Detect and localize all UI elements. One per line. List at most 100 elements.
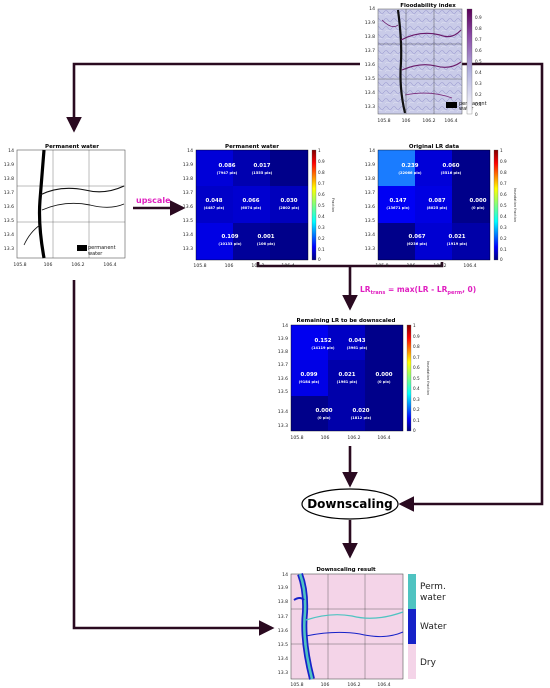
svg-text:0.2: 0.2 (500, 236, 507, 241)
svg-text:0.020: 0.020 (352, 408, 369, 414)
svg-text:0: 0 (318, 257, 321, 262)
original-lr-colorbar (493, 149, 499, 261)
svg-text:13.7: 13.7 (278, 362, 288, 368)
svg-text:0.087: 0.087 (428, 198, 445, 204)
svg-text:14: 14 (369, 148, 375, 154)
svg-text:106.4: 106.4 (103, 262, 116, 268)
svg-text:0: 0 (475, 112, 478, 117)
svg-text:13.9: 13.9 (278, 585, 288, 591)
result-legend-water-label: Water (420, 622, 447, 632)
permwater-river (37, 149, 46, 259)
svg-text:(1919 pix): (1919 pix) (447, 242, 468, 246)
svg-text:106.4: 106.4 (444, 118, 457, 124)
svg-text:0.000: 0.000 (315, 408, 332, 414)
svg-text:(22066 pix): (22066 pix) (398, 171, 422, 175)
floodability-lon-ticks: 105.8 106 106.2 106.4 (377, 118, 457, 124)
svg-text:0.4: 0.4 (413, 386, 420, 391)
result-legend-dry-label: Dry (420, 658, 437, 668)
svg-text:1: 1 (413, 323, 416, 328)
arrow-flood-to-downscaling (380, 62, 544, 512)
svg-text:105.8: 105.8 (290, 435, 303, 441)
svg-text:13.5: 13.5 (278, 389, 288, 395)
svg-text:0.5: 0.5 (500, 203, 507, 208)
svg-text:0.021: 0.021 (448, 234, 465, 240)
svg-text:water: water (88, 251, 103, 257)
svg-text:0.2: 0.2 (475, 92, 482, 97)
svg-text:14: 14 (8, 148, 14, 154)
svg-text:0.000: 0.000 (469, 198, 486, 204)
svg-text:0.4: 0.4 (500, 214, 507, 219)
svg-text:(4487 pix): (4487 pix) (204, 206, 225, 210)
svg-text:13.9: 13.9 (4, 162, 14, 168)
svg-text:13.5: 13.5 (365, 76, 375, 82)
svg-text:0.9: 0.9 (475, 15, 482, 20)
svg-text:0.086: 0.086 (218, 163, 235, 169)
svg-text:13.5: 13.5 (4, 218, 14, 224)
svg-text:13.5: 13.5 (365, 218, 375, 224)
svg-text:(0 pix): (0 pix) (377, 380, 391, 384)
svg-text:13.6: 13.6 (4, 204, 14, 210)
svg-text:14: 14 (282, 572, 288, 578)
svg-text:0.8: 0.8 (500, 170, 507, 175)
floodability-lat-ticks: 14 13.9 13.8 13.7 13.6 13.5 13.4 13.3 (365, 6, 375, 110)
svg-text:106.4: 106.4 (463, 263, 476, 269)
svg-text:0.067: 0.067 (408, 234, 425, 240)
floodability-legend-swatch (446, 102, 457, 108)
arrow-flood-to-permwater (66, 62, 360, 133)
upscale-label: upscale (136, 196, 171, 205)
downscaling-step: Downscaling (301, 488, 399, 520)
svg-text:0.099: 0.099 (300, 372, 317, 378)
svg-text:13.8: 13.8 (278, 599, 288, 605)
result-legend-perm-swatch (408, 574, 416, 609)
svg-text:0.3: 0.3 (500, 225, 507, 230)
svg-text:Inundation fraction: Inundation fraction (513, 188, 517, 222)
svg-text:0.7: 0.7 (475, 37, 482, 42)
svg-text:105.8: 105.8 (193, 263, 206, 269)
svg-text:13.8: 13.8 (278, 349, 288, 355)
svg-text:13.7: 13.7 (365, 48, 375, 54)
svg-text:0.060: 0.060 (442, 163, 459, 169)
svg-text:Fraction: Fraction (331, 198, 335, 212)
svg-text:(13671 pix): (13671 pix) (386, 206, 410, 210)
svg-text:0.3: 0.3 (318, 225, 325, 230)
original-lr-title: Original LR data (409, 144, 459, 150)
permwater-grid-colorbar (311, 149, 317, 261)
svg-text:106: 106 (225, 263, 234, 269)
result-legend-perm-label-2: water (420, 593, 446, 603)
svg-text:106: 106 (407, 263, 416, 269)
permwater-grid-cells (196, 150, 308, 260)
svg-text:0.6: 0.6 (318, 192, 325, 197)
svg-text:13.3: 13.3 (278, 423, 288, 429)
svg-text:106.4: 106.4 (281, 263, 294, 269)
svg-text:13.6: 13.6 (365, 62, 375, 68)
svg-text:0.030: 0.030 (280, 198, 297, 204)
svg-text:(106 pix): (106 pix) (257, 242, 276, 246)
floodability-cb-ticks: 0.9 0.8 0.7 0.6 0.5 0.4 0.3 0.2 0.1 0 (475, 15, 482, 117)
svg-text:13.7: 13.7 (183, 190, 193, 196)
svg-text:14: 14 (282, 323, 288, 329)
svg-text:0.239: 0.239 (401, 163, 418, 169)
original-lr-values: 0.239 (22066 pix) 0.060 (5516 pix) 0.147… (386, 163, 486, 246)
svg-text:106.4: 106.4 (377, 682, 390, 688)
svg-text:0.5: 0.5 (318, 203, 325, 208)
svg-text:0.000: 0.000 (375, 372, 392, 378)
permwater-map-panel: Permanent water permanent water 14 13.9 … (4, 144, 126, 268)
floodability-map (377, 8, 463, 115)
svg-text:0.048: 0.048 (205, 198, 222, 204)
svg-text:106: 106 (321, 682, 330, 688)
permwater-map (16, 149, 126, 259)
svg-text:13.4: 13.4 (183, 232, 193, 238)
remaining-lr-colorbar (406, 324, 412, 432)
svg-text:106.2: 106.2 (347, 435, 360, 441)
svg-text:0.7: 0.7 (500, 181, 507, 186)
permwater-legend-swatch (77, 245, 87, 251)
svg-text:0.3: 0.3 (475, 81, 482, 86)
svg-text:13.8: 13.8 (183, 176, 193, 182)
svg-text:14: 14 (369, 6, 375, 12)
svg-text:0.9: 0.9 (413, 334, 420, 339)
svg-text:13.3: 13.3 (365, 246, 375, 252)
svg-text:0.6: 0.6 (475, 48, 482, 53)
floodability-panel: Floodability index permanent water 0.9 0… (365, 3, 487, 124)
result-title: Downscaling result (316, 567, 376, 573)
